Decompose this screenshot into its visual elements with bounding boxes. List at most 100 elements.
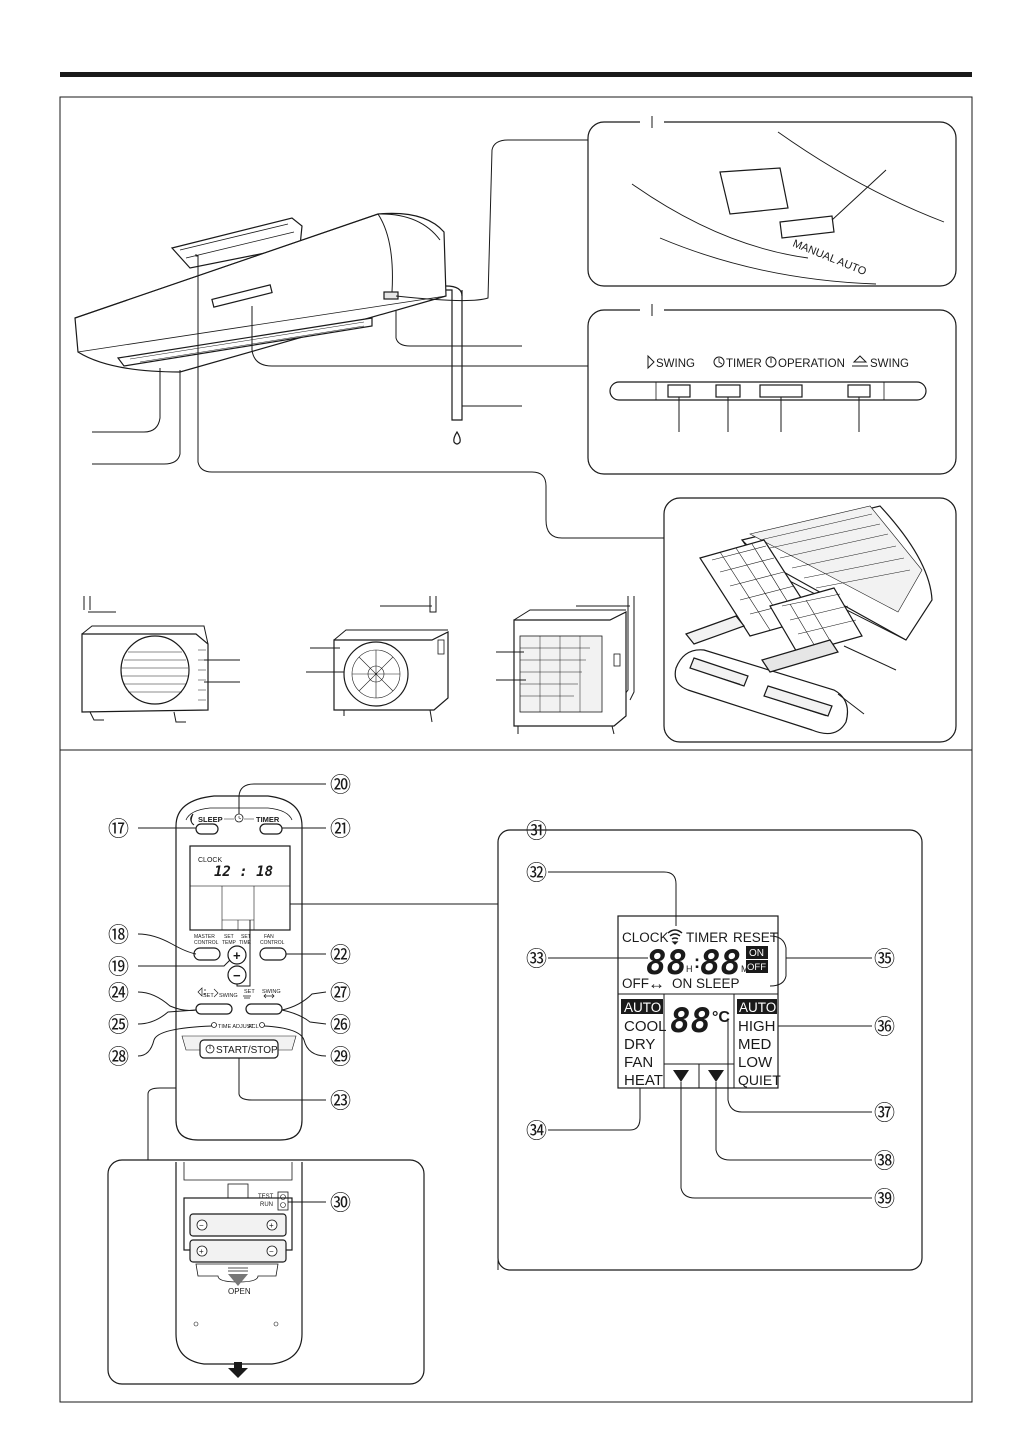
sleep-label: SLEEP (198, 815, 223, 824)
lcd-off-box (746, 960, 768, 973)
callout-38: ㊳ (874, 1150, 895, 1173)
timer-label: TIMER (726, 358, 762, 370)
plus-glyph: + (233, 948, 241, 963)
swing-right-label: SWING (870, 358, 909, 370)
leader-to-indicator (251, 306, 588, 367)
set-label-left: SET (203, 993, 214, 999)
callout-24: ㉔ (108, 982, 129, 1005)
callout-17: ⑰ (108, 818, 129, 841)
callout-31: ㉛ (526, 820, 547, 843)
minus-glyph: − (233, 968, 241, 983)
header-rule (60, 72, 972, 77)
time-adjust-button[interactable] (211, 1022, 217, 1028)
set-swing-right-button[interactable] (245, 1003, 283, 1015)
master-label-1: MASTER (194, 934, 215, 940)
callout-36: ㊱ (874, 1016, 895, 1039)
lcd-colon: : (694, 952, 700, 972)
power-icon (765, 356, 777, 368)
set-swing-left-button[interactable] (195, 1003, 233, 1015)
callout-27: ㉗ (330, 982, 351, 1005)
timer-button[interactable] (259, 823, 283, 835)
lcd-indicator-triangle-2 (708, 1070, 724, 1082)
indicator-panel: SWING TIMER OPERATION SWING (587, 304, 957, 475)
callout-32: ㉜ (526, 862, 547, 885)
water-drop-icon (453, 430, 461, 445)
callouts: ⑳ ⑰ ㉑ ⑱ ㉒ ⑲ ㉔ ㉗ ㉕ ㉖ ㉘ ㉙ ㉓ ㉚ ㉛ ㉜ ㉝ ㉟ ㊱ ㊲ … (108, 774, 895, 1215)
lcd-temperature-digits: 88 (670, 1001, 711, 1041)
swing-icon-left-remote (213, 988, 219, 998)
lcd-m-label: M (741, 964, 749, 974)
swing-label-left-remote: SWING (219, 993, 238, 999)
start-stop-label: START/STOP (216, 1045, 278, 1056)
callout-18: ⑱ (108, 924, 129, 947)
set-time-label-1: SET (241, 934, 251, 940)
leader-to-filter (195, 254, 664, 539)
leader-outlet-2 (92, 370, 181, 465)
remote-control: SLEEP TIMER CLOCK 12 : 18 MASTER CONTROL… (175, 795, 303, 1141)
lcd-fan-auto-box (737, 999, 777, 1014)
callout-35: ㉟ (874, 948, 895, 971)
lcd-on-box (746, 946, 768, 959)
leader-to-receiver (395, 310, 522, 347)
fan-control-label-2: CONTROL (260, 940, 285, 946)
set-label-right: SET (244, 989, 255, 995)
lcd-detail-panel: CLOCK TIMER RESET 88 H : 88 M ON OFF OFF… (497, 829, 923, 1271)
lcd-hour-digits: 88 (646, 943, 687, 983)
lcd-off-label: OFF (622, 976, 649, 991)
callout-30: ㉚ (330, 1192, 351, 1215)
operation-label: OPERATION (778, 358, 845, 370)
swing-vertical-icon (647, 354, 655, 370)
callout-22: ㉒ (330, 944, 351, 967)
test-run-button[interactable] (277, 1191, 289, 1211)
acl-button[interactable] (259, 1022, 265, 1028)
battery-panel: − + + − TEST RUN OPEN (107, 1159, 425, 1385)
open-label: OPEN (228, 1287, 251, 1296)
fan-control-button[interactable] (259, 947, 287, 961)
outdoor-unit-1 (81, 596, 240, 723)
callout-19: ⑲ (108, 956, 129, 979)
leader-to-manual-auto (395, 139, 588, 302)
lcd-arrow: ↔ (648, 974, 665, 993)
callout-26: ㉖ (330, 1014, 351, 1037)
test-label: TEST (258, 1194, 274, 1200)
lcd-minute-digits: 88 (700, 943, 741, 983)
set-time-label-2: TIME (239, 940, 252, 946)
callout-23: ㉓ (330, 1090, 351, 1113)
swing-left-label: SWING (656, 358, 695, 370)
callout-21: ㉑ (330, 818, 351, 841)
louver-icon-left (197, 987, 206, 997)
remote-clock-label: CLOCK (198, 857, 222, 864)
lcd-on-sleep-label: ON SLEEP (672, 976, 740, 991)
sleep-button[interactable] (195, 823, 219, 835)
callout-28: ㉘ (108, 1046, 129, 1069)
indoor-unit (74, 212, 463, 445)
battery-minus-1: − (199, 1221, 204, 1230)
plus-button[interactable] (227, 945, 247, 965)
lcd-mode-cool: COOL (624, 1018, 667, 1035)
remote-display (189, 845, 291, 931)
battery-plus-2: + (199, 1247, 204, 1256)
lcd-on-text: ON (749, 948, 764, 959)
swing-label-right-remote: SWING (262, 989, 281, 995)
signal-icon (667, 929, 683, 940)
sleep-moon-icon (190, 813, 195, 826)
manual-auto-panel: MANUAL AUTO (587, 116, 957, 287)
louver-icon-right (243, 995, 251, 999)
lcd-leaders (548, 871, 872, 1199)
acl-label: ACL (248, 1024, 259, 1030)
lcd-mode-heat: HEAT (624, 1072, 663, 1089)
lcd-clock-label: CLOCK (622, 930, 669, 945)
set-temp-label-1: SET (224, 934, 234, 940)
run-label: RUN (260, 1202, 273, 1208)
lcd-reset-label: RESET (733, 930, 778, 945)
lcd-indicator-triangle-1 (673, 1070, 689, 1082)
lcd-degree-label: °C (712, 1009, 730, 1026)
lcd-mode-dry: DRY (624, 1036, 655, 1053)
slide-down-arrow-icon (228, 1362, 248, 1378)
master-control-button[interactable] (193, 947, 221, 961)
leader-outlet-1 (92, 368, 161, 433)
swing-horizontal-icon (852, 355, 868, 363)
lcd-mode-auto-box (621, 999, 663, 1014)
lcd-fan-quiet: QUIET (738, 1072, 781, 1088)
